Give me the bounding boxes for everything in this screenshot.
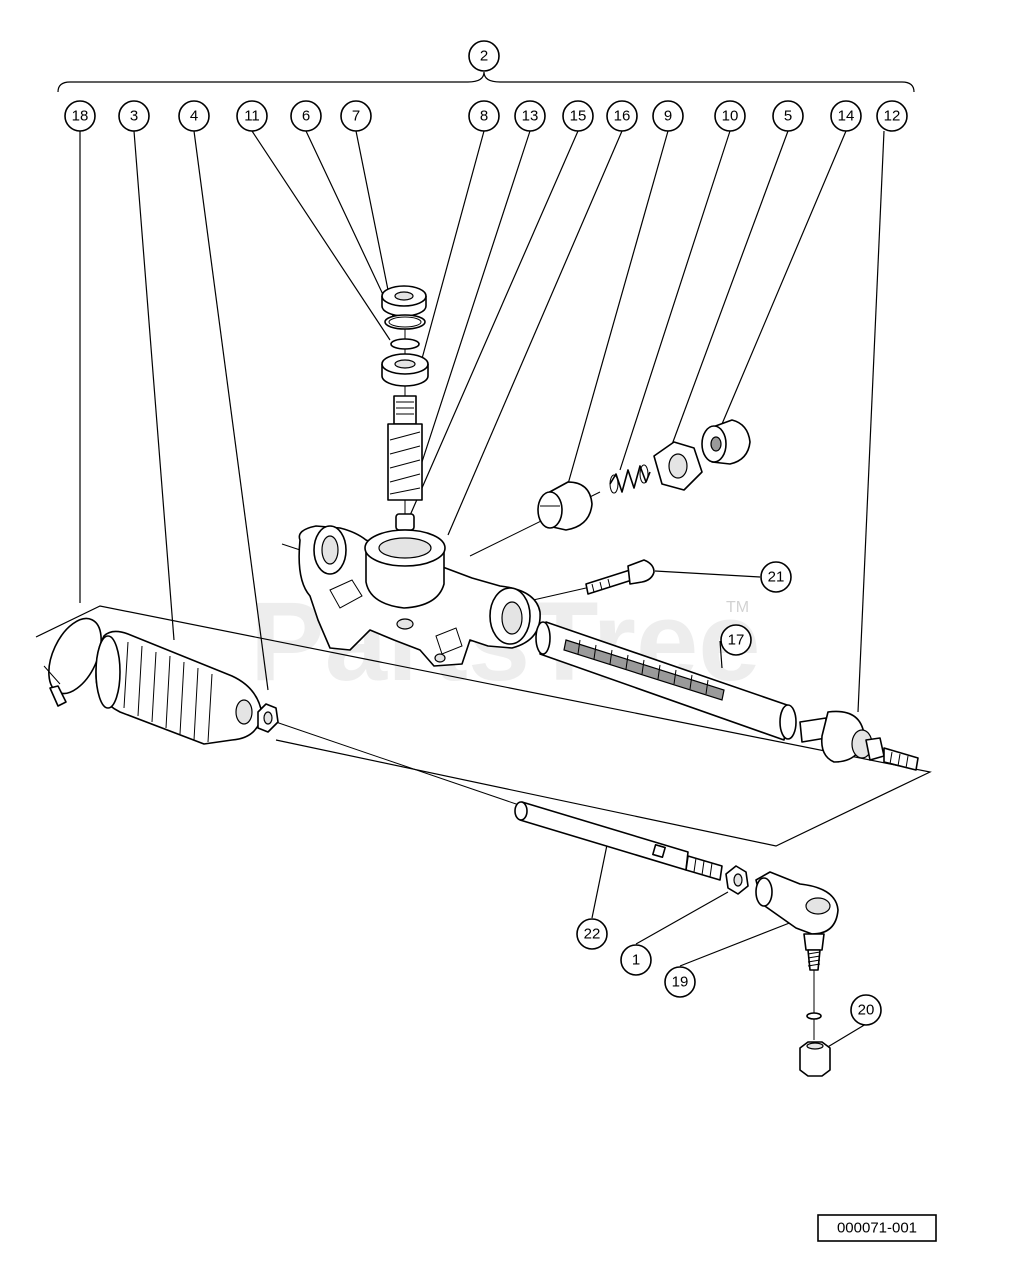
part-gasket	[653, 441, 703, 491]
callout-2[interactable]: 2	[468, 40, 500, 72]
part-jam-nut	[725, 865, 749, 895]
part-seal	[381, 285, 427, 317]
callout-18[interactable]: 18	[64, 100, 96, 132]
assembly-outline	[35, 605, 932, 847]
callout-8-label: 8	[480, 108, 488, 125]
part-nut-4	[257, 703, 279, 733]
callout-19-label: 19	[672, 974, 689, 991]
callout-13[interactable]: 13	[514, 100, 546, 132]
callout-6-label: 6	[302, 108, 310, 125]
callout-20[interactable]: 20	[850, 994, 882, 1026]
callout-4[interactable]: 4	[178, 100, 210, 132]
callout-2-label: 2	[480, 48, 488, 65]
callout-22-label: 22	[584, 926, 601, 943]
callout-15-label: 15	[570, 108, 587, 125]
callout-16[interactable]: 16	[606, 100, 638, 132]
callout-16-label: 16	[614, 108, 631, 125]
part-rack	[535, 621, 797, 741]
callout-5[interactable]: 5	[772, 100, 804, 132]
callout-11[interactable]: 11	[236, 100, 268, 132]
callout-1[interactable]: 1	[620, 944, 652, 976]
part-boot	[95, 630, 263, 745]
part-bearing	[381, 353, 429, 387]
callout-18-label: 18	[72, 108, 89, 125]
callout-14[interactable]: 14	[830, 100, 862, 132]
callout-3-label: 3	[130, 108, 138, 125]
callout-21[interactable]: 21	[760, 561, 792, 593]
callout-12-label: 12	[884, 108, 901, 125]
callout-5-label: 5	[784, 108, 792, 125]
callout-7[interactable]: 7	[340, 100, 372, 132]
part-bolt	[585, 559, 655, 595]
leader-lines	[79, 130, 885, 1049]
callout-8[interactable]: 8	[468, 100, 500, 132]
part-adjuster-plug	[701, 419, 751, 465]
callout-17-label: 17	[728, 632, 745, 649]
part-lock-washer	[806, 1012, 822, 1020]
diagram-code: 000071-001	[817, 1214, 937, 1242]
callout-4-label: 4	[190, 108, 198, 125]
callout-12[interactable]: 12	[876, 100, 908, 132]
callout-10[interactable]: 10	[714, 100, 746, 132]
callout-9-label: 9	[664, 108, 672, 125]
part-clamp	[43, 617, 102, 707]
part-yoke	[537, 481, 593, 531]
callout-19[interactable]: 19	[664, 966, 696, 998]
callout-21-label: 21	[768, 569, 785, 586]
callout-10-label: 10	[722, 108, 739, 125]
callout-22[interactable]: 22	[576, 918, 608, 950]
callout-3[interactable]: 3	[118, 100, 150, 132]
part-housing	[298, 525, 541, 667]
part-spring	[609, 464, 651, 494]
callout-6[interactable]: 6	[290, 100, 322, 132]
callout-20-label: 20	[858, 1002, 875, 1019]
diagram-code-label: 000071-001	[837, 1220, 917, 1237]
part-inner-ball-joint	[799, 710, 919, 771]
part-retaining-ring	[390, 338, 420, 350]
part-outer-tie-rod-end	[755, 871, 839, 971]
watermark-tm: TM	[726, 599, 749, 616]
callout-9[interactable]: 9	[652, 100, 684, 132]
callout-17[interactable]: 17	[720, 624, 752, 656]
callout-13-label: 13	[522, 108, 539, 125]
part-snap-ring	[384, 314, 426, 330]
callout-14-label: 14	[838, 108, 855, 125]
callout-11-label: 11	[244, 108, 260, 125]
part-pinion	[387, 395, 423, 531]
part-castle-nut	[799, 1041, 831, 1077]
assembly-bracket	[57, 71, 915, 93]
part-tie-rod	[514, 801, 723, 881]
callout-7-label: 7	[352, 108, 360, 125]
callout-15[interactable]: 15	[562, 100, 594, 132]
callout-1-label: 1	[632, 952, 640, 969]
